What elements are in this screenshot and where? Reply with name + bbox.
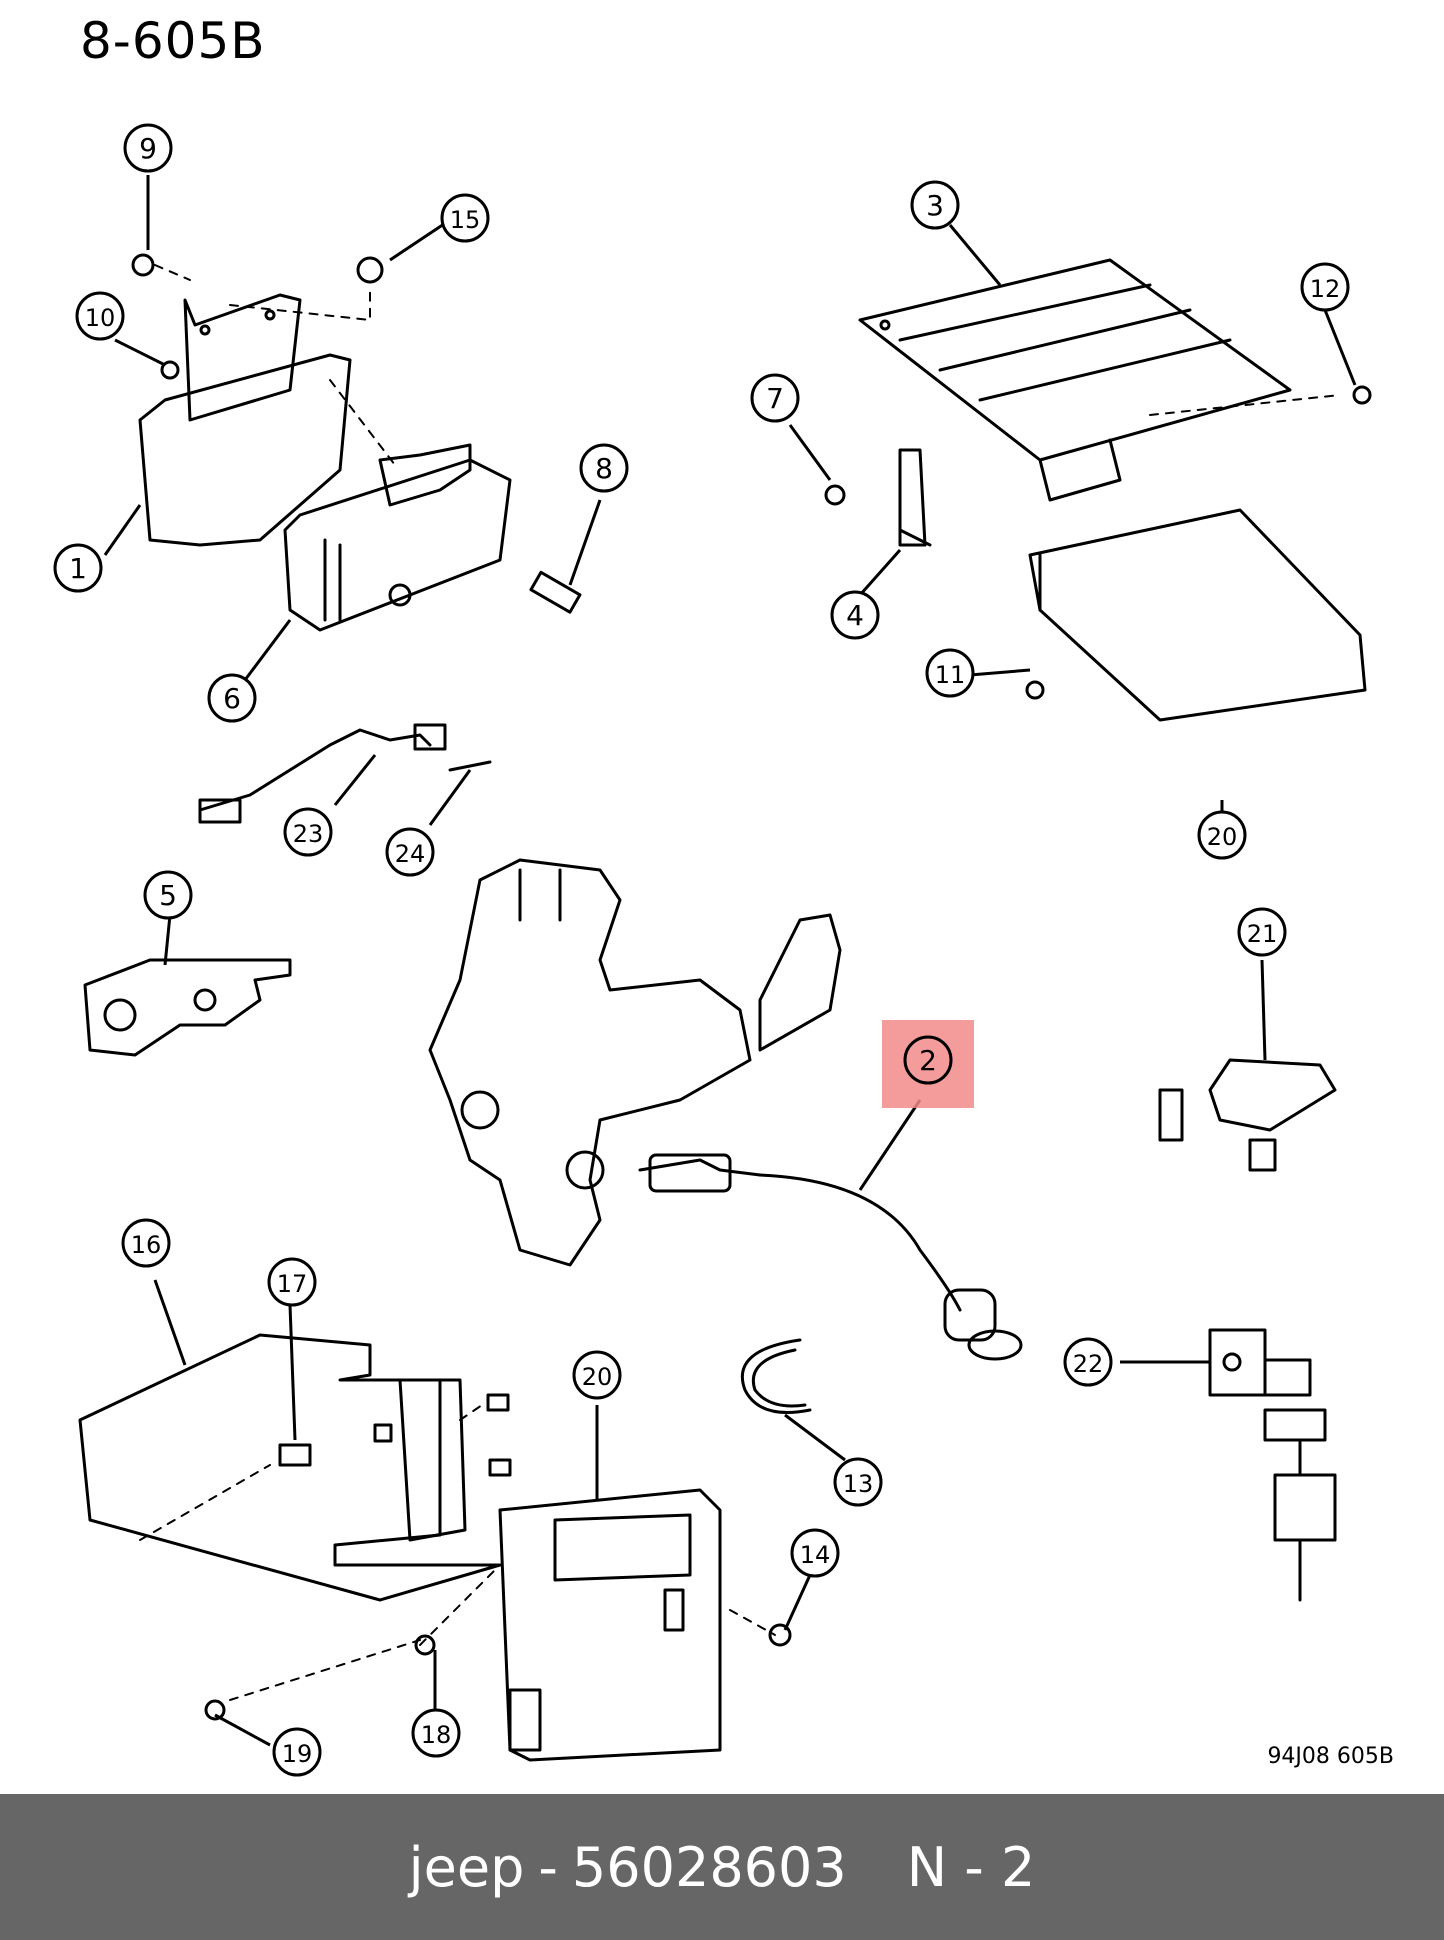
brand-label: jeep [408, 1835, 525, 1899]
callout-3: 3 [926, 189, 944, 222]
callout-9: 9 [139, 132, 157, 165]
callout-4: 4 [846, 599, 864, 632]
part-6-module [283, 443, 512, 632]
callout-11: 11 [935, 661, 966, 689]
callout-6: 6 [223, 682, 241, 715]
caption-bar: jeep - 56028603 N - 2 [0, 1794, 1444, 1940]
separator: - [538, 1835, 558, 1899]
part-3-plate [858, 258, 1292, 502]
callout-21: 21 [1247, 920, 1278, 948]
callout-20-upper: 20 [1207, 823, 1238, 851]
parts-diagram: 8-605B [53, 12, 1394, 1777]
part-16-shield [78, 1333, 502, 1602]
callout-15: 15 [450, 206, 481, 234]
figure-code: 94J08 605B [1267, 1744, 1394, 1769]
callout-24: 24 [395, 840, 426, 868]
diagram-drawing: 1 2 3 4 5 6 7 8 9 10 11 12 13 14 15 16 1… [53, 123, 1372, 1777]
part-5-bracket [83, 958, 292, 1057]
part-22-connector [1208, 1328, 1337, 1602]
callout-2: 2 [919, 1044, 937, 1077]
highlight-box [882, 1020, 974, 1108]
callout-16: 16 [131, 1231, 162, 1259]
fasteners [131, 253, 1372, 1721]
callout-22: 22 [1073, 1350, 1104, 1378]
callout-5: 5 [159, 879, 177, 912]
callout-7: 7 [766, 382, 784, 415]
callout-12: 12 [1310, 275, 1341, 303]
callout-8: 8 [595, 452, 613, 485]
callout-18: 18 [421, 1721, 452, 1749]
part-23-sensor [198, 723, 492, 824]
callout-10: 10 [85, 304, 116, 332]
callout-19: 19 [282, 1740, 313, 1768]
callout-17: 17 [277, 1270, 308, 1298]
exhaust-manifold [428, 858, 842, 1267]
part-4-clip [898, 448, 932, 547]
part-20-lower-module [498, 1488, 722, 1762]
part-13-clamp [740, 1338, 812, 1414]
part-1-bracket [138, 293, 352, 547]
diagram-reference: 8-605B [80, 12, 266, 70]
callout-14: 14 [800, 1541, 831, 1569]
callout-23: 23 [293, 820, 324, 848]
part-21-bracket [1158, 1058, 1337, 1172]
part-2-oxygen-sensor [638, 1153, 1023, 1361]
callout-13: 13 [843, 1470, 874, 1498]
callout-1: 1 [69, 552, 87, 585]
part-20-upper-box [1028, 508, 1367, 722]
part-number: 56028603 [571, 1835, 847, 1899]
callout-20-lower: 20 [582, 1363, 613, 1391]
position-label: N - 2 [906, 1835, 1036, 1899]
